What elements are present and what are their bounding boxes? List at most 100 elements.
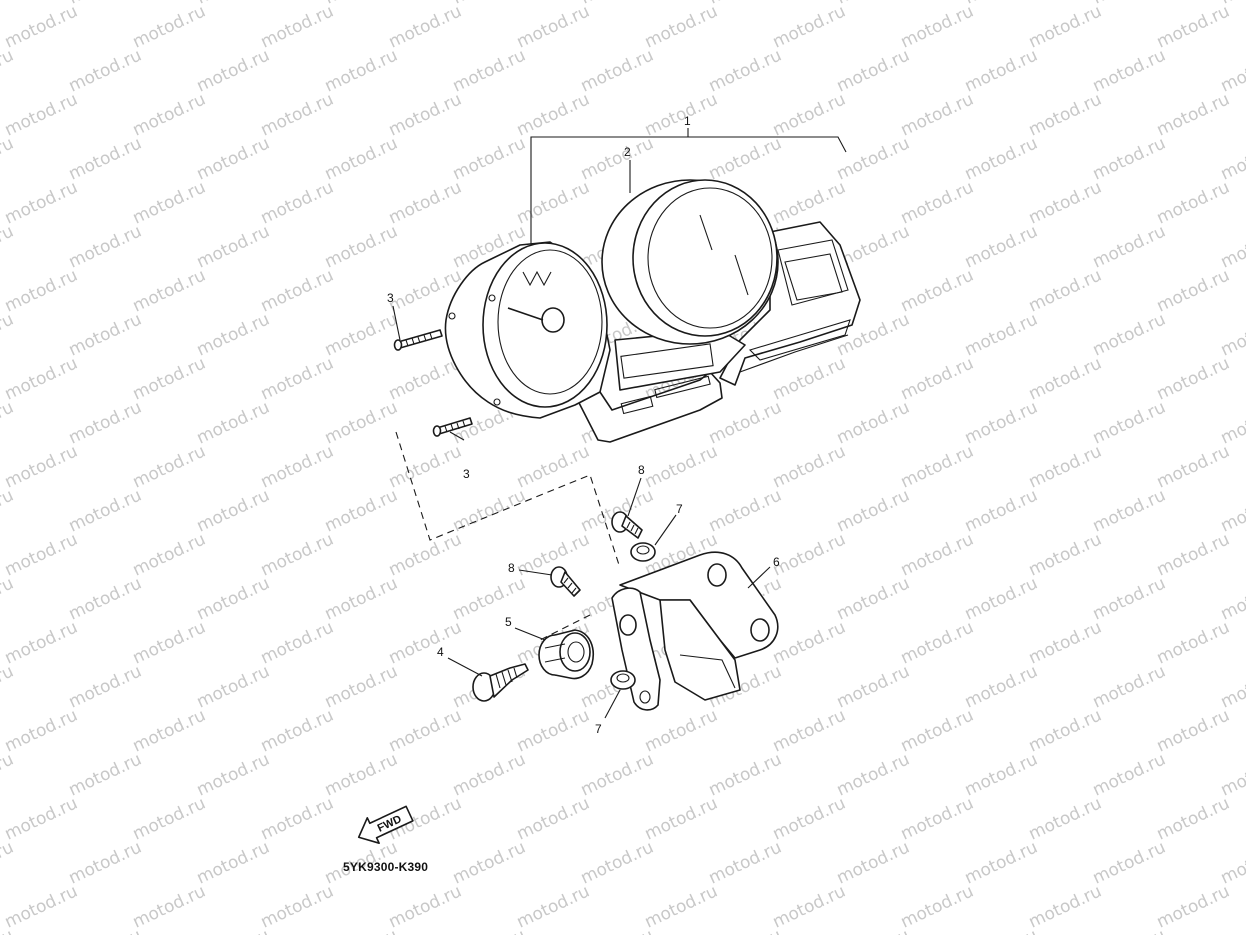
watermark-text: motod.ru (386, 177, 465, 228)
watermark-text: motod.ru (66, 661, 145, 712)
indicator-window (620, 395, 654, 415)
watermark-text: motod.ru (194, 837, 273, 888)
callout-8-lower: 8 (508, 561, 515, 575)
watermark-text: motod.ru (770, 89, 849, 140)
watermark-text: motod.ru (1154, 177, 1233, 228)
watermark-text: motod.ru (194, 485, 273, 536)
watermark-text: motod.ru (258, 441, 337, 492)
watermark-text: motod.ru (1218, 749, 1246, 800)
watermark-text: motod.ru (2, 441, 81, 492)
bracket-hole-front (619, 614, 637, 636)
watermark-text: motod.ru (962, 837, 1041, 888)
watermark-text: motod.ru (0, 661, 17, 712)
lcd-lower-vent-2 (739, 334, 849, 373)
diagram-code: 5YK9300-K390 (343, 860, 429, 874)
watermark-text: motod.ru (1218, 573, 1246, 624)
screw-lower (432, 417, 473, 437)
watermark-text: motod.ru (1154, 881, 1233, 932)
forward-arrow-icon: FWD (357, 805, 414, 844)
watermark-text: motod.ru (194, 749, 273, 800)
watermark-text: motod.ru (962, 573, 1041, 624)
watermark-text: motod.ru (130, 617, 209, 668)
watermark-text: motod.ru (770, 1, 849, 52)
bracket-body (659, 599, 741, 701)
watermark-text: motod.ru (130, 793, 209, 844)
gauge-left-needle (507, 307, 544, 321)
watermark-text: motod.ru (386, 529, 465, 580)
watermark-text: motod.ru (1218, 309, 1246, 360)
watermark-text: motod.ru (258, 1, 337, 52)
watermark-text: motod.ru (2, 353, 81, 404)
watermark-text: motod.ru (1090, 133, 1169, 184)
watermark-text: motod.ru (66, 221, 145, 272)
watermark-text: motod.ru (962, 397, 1041, 448)
watermark-text: motod.ru (706, 133, 785, 184)
watermark-text: motod.ru (834, 661, 913, 712)
watermark-text: motod.ru (898, 441, 977, 492)
watermark-text: motod.ru (1218, 837, 1246, 888)
callout-3-upper: 3 (387, 291, 394, 305)
watermark-text: motod.ru (834, 133, 913, 184)
watermark-text: motod.ru (898, 881, 977, 932)
watermark-text: motod.ru (0, 573, 17, 624)
watermark-text: motod.ru (386, 705, 465, 756)
watermark-text: motod.ru (0, 45, 17, 96)
watermark-text: motod.ru (898, 89, 977, 140)
watermark-text: motod.ru (1154, 353, 1233, 404)
watermark-text: motod.ru (962, 485, 1041, 536)
watermark-text: motod.ru (130, 1, 209, 52)
watermark-text: motod.ru (962, 133, 1041, 184)
watermark-text: motod.ru (194, 221, 273, 272)
watermark-text: motod.ru (130, 177, 209, 228)
watermark-text: motod.ru (1218, 0, 1246, 9)
watermark-text: motod.ru (706, 45, 785, 96)
watermark-text: motod.ru (1218, 485, 1246, 536)
watermark-text: motod.ru (322, 573, 401, 624)
watermark-text: motod.ru (450, 45, 529, 96)
watermark-text: motod.ru (1090, 309, 1169, 360)
watermark-text: motod.ru (578, 133, 657, 184)
watermark-text: motod.ru (1026, 265, 1105, 316)
watermark-text: motod.ru (66, 485, 145, 536)
callout-3-lower: 3 (463, 467, 470, 481)
watermark-text: motod.ru (2, 89, 81, 140)
watermark-text: motod.ru (1090, 925, 1169, 935)
watermark-text: motod.ru (194, 397, 273, 448)
watermark-text: motod.ru (898, 529, 977, 580)
watermark-text: motod.ru (514, 89, 593, 140)
lcd-glass (784, 253, 843, 301)
watermark-text: motod.ru (898, 177, 977, 228)
watermark-text: motod.ru (706, 485, 785, 536)
watermark-text: motod.ru (130, 705, 209, 756)
watermark-text: motod.ru (2, 617, 81, 668)
watermark-text: motod.ru (66, 837, 145, 888)
alignment-lines (395, 431, 621, 641)
watermark-text: motod.ru (1090, 485, 1169, 536)
watermark-text: motod.ru (1218, 661, 1246, 712)
lcd-frame (777, 239, 849, 306)
gauge-right-glare (699, 214, 713, 251)
watermark-text: motod.ru (322, 221, 401, 272)
watermark-text: motod.ru (962, 661, 1041, 712)
watermark-text: motod.ru (1026, 353, 1105, 404)
watermark-text: motod.ru (386, 441, 465, 492)
watermark-text: motod.ru (706, 837, 785, 888)
watermark-text: motod.ru (898, 705, 977, 756)
watermark-text: motod.ru (962, 749, 1041, 800)
watermark-text: motod.ru (130, 529, 209, 580)
watermark-text: motod.ru (514, 441, 593, 492)
watermark-text: motod.ru (258, 793, 337, 844)
watermark-text: motod.ru (66, 309, 145, 360)
watermark-text: motod.ru (0, 749, 17, 800)
watermark-text: motod.ru (770, 529, 849, 580)
watermark-text: motod.ru (0, 133, 17, 184)
watermark-text: motod.ru (450, 133, 529, 184)
watermark-text: motod.ru (0, 837, 17, 888)
callout-6: 6 (773, 555, 780, 569)
watermark-text: motod.ru (834, 837, 913, 888)
watermark-text: motod.ru (1026, 529, 1105, 580)
watermark-text: motod.ru (1218, 221, 1246, 272)
watermark-text: motod.ru (770, 353, 849, 404)
watermark-text: motod.ru (1154, 617, 1233, 668)
watermark-text: motod.ru (1090, 573, 1169, 624)
